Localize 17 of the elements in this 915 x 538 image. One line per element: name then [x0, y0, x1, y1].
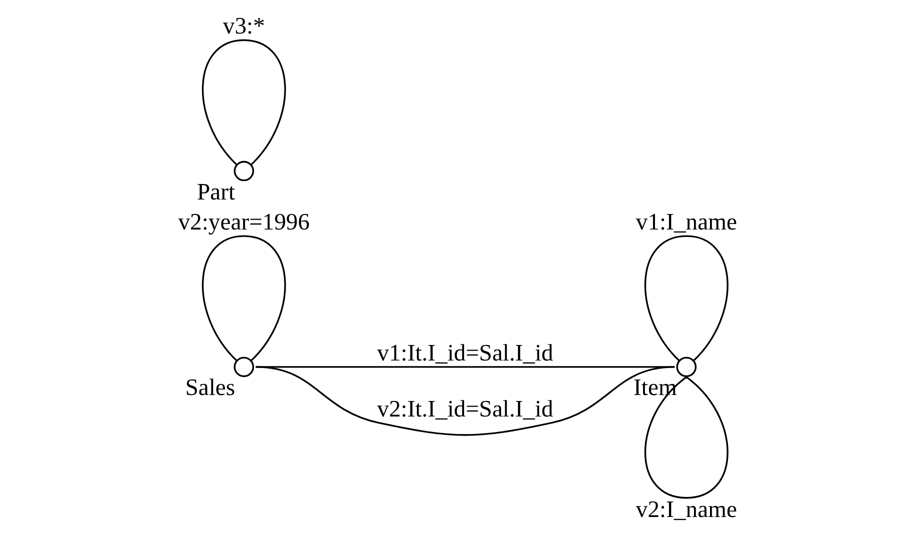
node-circle [233, 356, 254, 378]
node-label: Part [196, 179, 235, 206]
connector [644, 376, 728, 499]
edge-label: v2:year=1996 [178, 210, 310, 236]
node-label: Sales [184, 375, 235, 402]
edge-label: v2:I_name [635, 496, 736, 523]
node-label: Item [633, 375, 676, 402]
edge-label: v1:It.I_id=Sal.I_id [376, 340, 553, 367]
node-circle [676, 356, 696, 378]
node-circle [233, 160, 254, 182]
connector [202, 39, 286, 166]
edge-label: v1:I_name [635, 210, 736, 236]
edge-label: v2:It.I_id=Sal.I_id [376, 396, 553, 422]
connector [202, 235, 286, 362]
edge-label: v3:* [222, 14, 264, 40]
connector [255, 366, 674, 436]
connector [644, 235, 728, 362]
